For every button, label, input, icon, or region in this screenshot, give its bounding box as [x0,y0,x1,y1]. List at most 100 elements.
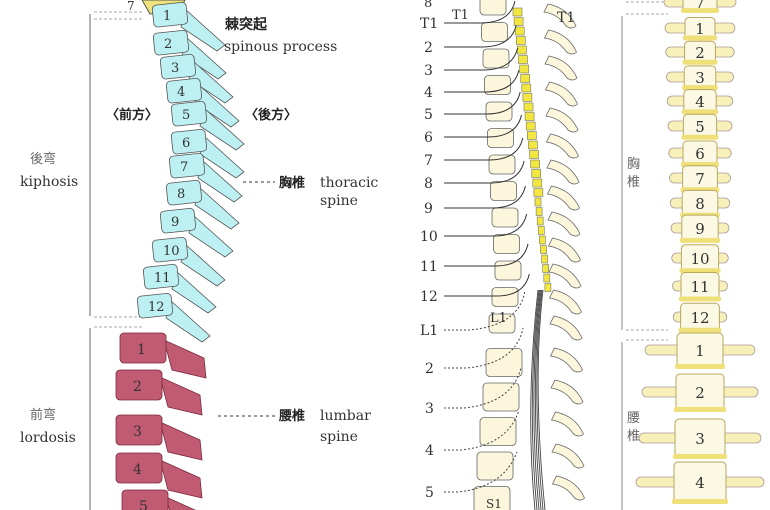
spinal-cord-segment [539,235,546,245]
vertebra-number: 1 [695,342,705,360]
nerve-level-label: 4 [424,85,433,101]
cauda-equina-nerve [537,289,546,510]
spinous-process-outline [547,211,581,237]
nerve-level-label: 12 [420,289,438,305]
lumbar-jp: 腰椎 [278,408,305,424]
thoracic-vertebra: 9 [159,207,234,258]
vertebral-body [136,292,174,319]
spinous-process-outline [550,379,584,405]
spinal-cord-segment [517,45,527,55]
spinal-cord-segment [512,7,523,17]
vertebral-body [170,100,208,127]
nerve-level-label: 2 [425,361,434,377]
vertebra-number: 5 [139,499,148,510]
vertebra-number: 2 [695,44,705,62]
thoracic-jp: 胸椎 [279,175,305,191]
vertebral-body [152,29,190,56]
vertebra-number: 5 [182,108,190,123]
vertebra-number: 1 [163,9,171,24]
cauda-equina-nerve [533,289,541,510]
intervertebral-disc [681,8,719,13]
spinal-cord-segment [534,197,542,207]
vertebral-body-outline [490,181,517,201]
intervertebral-disc [678,327,722,333]
anterior-vertebra: 1 [664,17,736,41]
spinous-process-en: spinous process [224,39,337,55]
lordosis-jp: 前弯 [30,407,56,423]
nerve-leader-line-dotted [444,289,526,331]
anterior-vertebra: 9 [670,214,730,243]
spinal-cord-segment [544,283,552,292]
vertebra-number: 9 [695,220,705,238]
vertebra-number: 1 [137,342,146,358]
vertebra-number: 3 [695,69,705,87]
vertebral-body-outline [493,234,520,254]
vertebra-number: 7 [695,0,705,12]
nerve-level-label: 8 [424,176,433,192]
nerve-leader-line [444,69,520,93]
lumbar-vertebra: 2 [115,369,203,416]
vertebra-number: 4 [133,462,142,478]
anterior-vertebra: 7 [669,165,731,193]
spinous-process-outline [546,185,580,211]
nerve-level-label: 3 [424,63,433,79]
cervical-8-label: 8 [424,0,432,11]
vertebra-number: 2 [133,379,142,395]
vertebra-number: 9 [171,215,179,230]
posterior-label: 〈後方〉 [245,107,297,123]
spinous-process-outline [545,107,579,133]
right-lumbar-jp-1: 腰椎 [627,411,640,444]
t1-inner-label: T1 [452,8,469,23]
vertebral-body [159,207,197,234]
anterior-vertebra: 11 [672,272,728,302]
vertebral-body [170,128,208,155]
vertebral-body-outline [482,48,510,69]
thoracic-vertebra: 2 [152,29,227,80]
vertebra-number: 4 [695,93,705,111]
spinal-cord-segment [522,93,533,102]
vertebral-body-outline [482,382,520,412]
spinal-cord-segment [533,188,544,197]
lumbar-vertebra: 4 [115,452,203,499]
anterior-vertebra: 3 [666,65,734,91]
lumbar-vertebra: 3 [115,414,203,461]
nerve-leader-line [444,0,516,24]
nerve-level-label: 11 [420,259,438,275]
kyphosis-en: kiphosis [20,174,78,190]
vertebral-body-outline [488,313,516,334]
s1-label: S1 [486,497,502,510]
vertebra-number: 3 [695,430,705,448]
vertebral-body-outline [485,101,513,122]
thoracic-vertebra: 11 [142,263,217,314]
vertebral-body-outline [491,207,519,228]
spinal-cord-segment [528,140,538,150]
spinal-cord-segment [540,245,547,254]
spinal-cord-segment [514,26,525,36]
anterior-vertebra: 6 [668,140,732,167]
thoracic-vertebra: 4 [165,77,240,128]
vertebral-body-outline [473,486,511,510]
vertebra-number: 8 [695,195,705,213]
nerve-leader-line [444,273,530,297]
spinous-process-outline [543,29,577,55]
vertebra-number: 1 [695,20,705,38]
spinous-process-outline [549,315,583,341]
spinous-process [163,339,207,379]
thoracic-vertebra: 3 [159,53,234,104]
vertebra-number: 6 [182,136,190,151]
vertebra-number: 3 [171,61,179,76]
nerve-leader-line [444,185,526,209]
thoracic-vertebra: 7 [168,152,243,203]
vertebral-body [115,414,163,446]
vertebral-body [142,263,180,290]
thoracic-en-2: spine [320,193,358,209]
lumbar-vertebra: 1 [119,332,207,379]
nerve-level-label: 10 [420,229,438,245]
vertebral-body-outline [485,348,523,377]
nerve-level-label: 3 [425,401,434,417]
vertebral-body [151,236,189,263]
vertebra-number: 2 [695,384,705,402]
thoracic-vertebra: 1 [151,1,226,52]
spinous-process-outline [548,263,582,289]
